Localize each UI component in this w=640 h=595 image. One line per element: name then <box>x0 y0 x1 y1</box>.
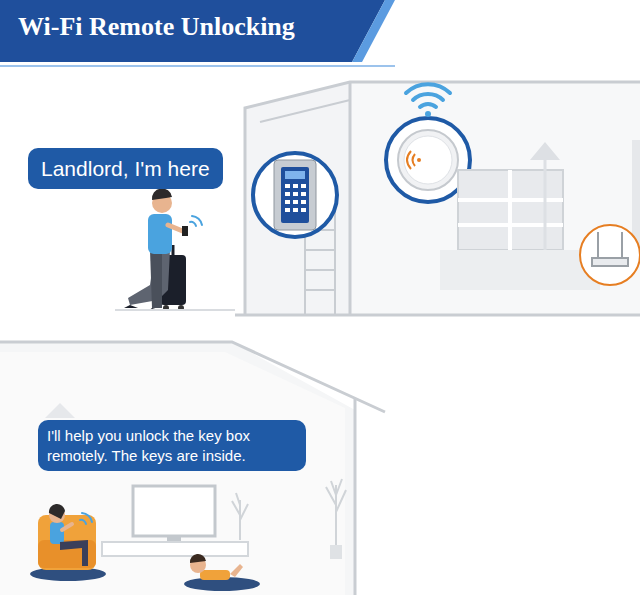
key-box <box>274 160 316 230</box>
speech-text: I'll help you unlock the key box remotel… <box>47 426 297 465</box>
tenant-figure <box>124 188 202 311</box>
ground-line <box>115 309 235 311</box>
router-highlight <box>580 225 640 285</box>
wifi-signal <box>406 84 450 117</box>
child-figure <box>190 554 243 580</box>
title-banner <box>0 0 385 62</box>
banner-stripe <box>352 0 395 62</box>
bottom-house <box>0 342 385 595</box>
landlord-figure <box>38 504 96 570</box>
speech-bubble: I'll help you unlock the key box remotel… <box>38 420 306 471</box>
window <box>440 140 640 290</box>
plants <box>232 479 346 559</box>
banner-underline <box>0 65 395 67</box>
top-house <box>235 82 640 315</box>
speech-text: Landlord, I'm here <box>41 155 210 182</box>
keybox-highlight <box>253 153 337 237</box>
speech-bubble: Landlord, I'm here <box>28 148 223 189</box>
title: Wi-Fi Remote Unlocking <box>18 12 295 42</box>
television <box>102 486 248 556</box>
router <box>592 232 628 266</box>
